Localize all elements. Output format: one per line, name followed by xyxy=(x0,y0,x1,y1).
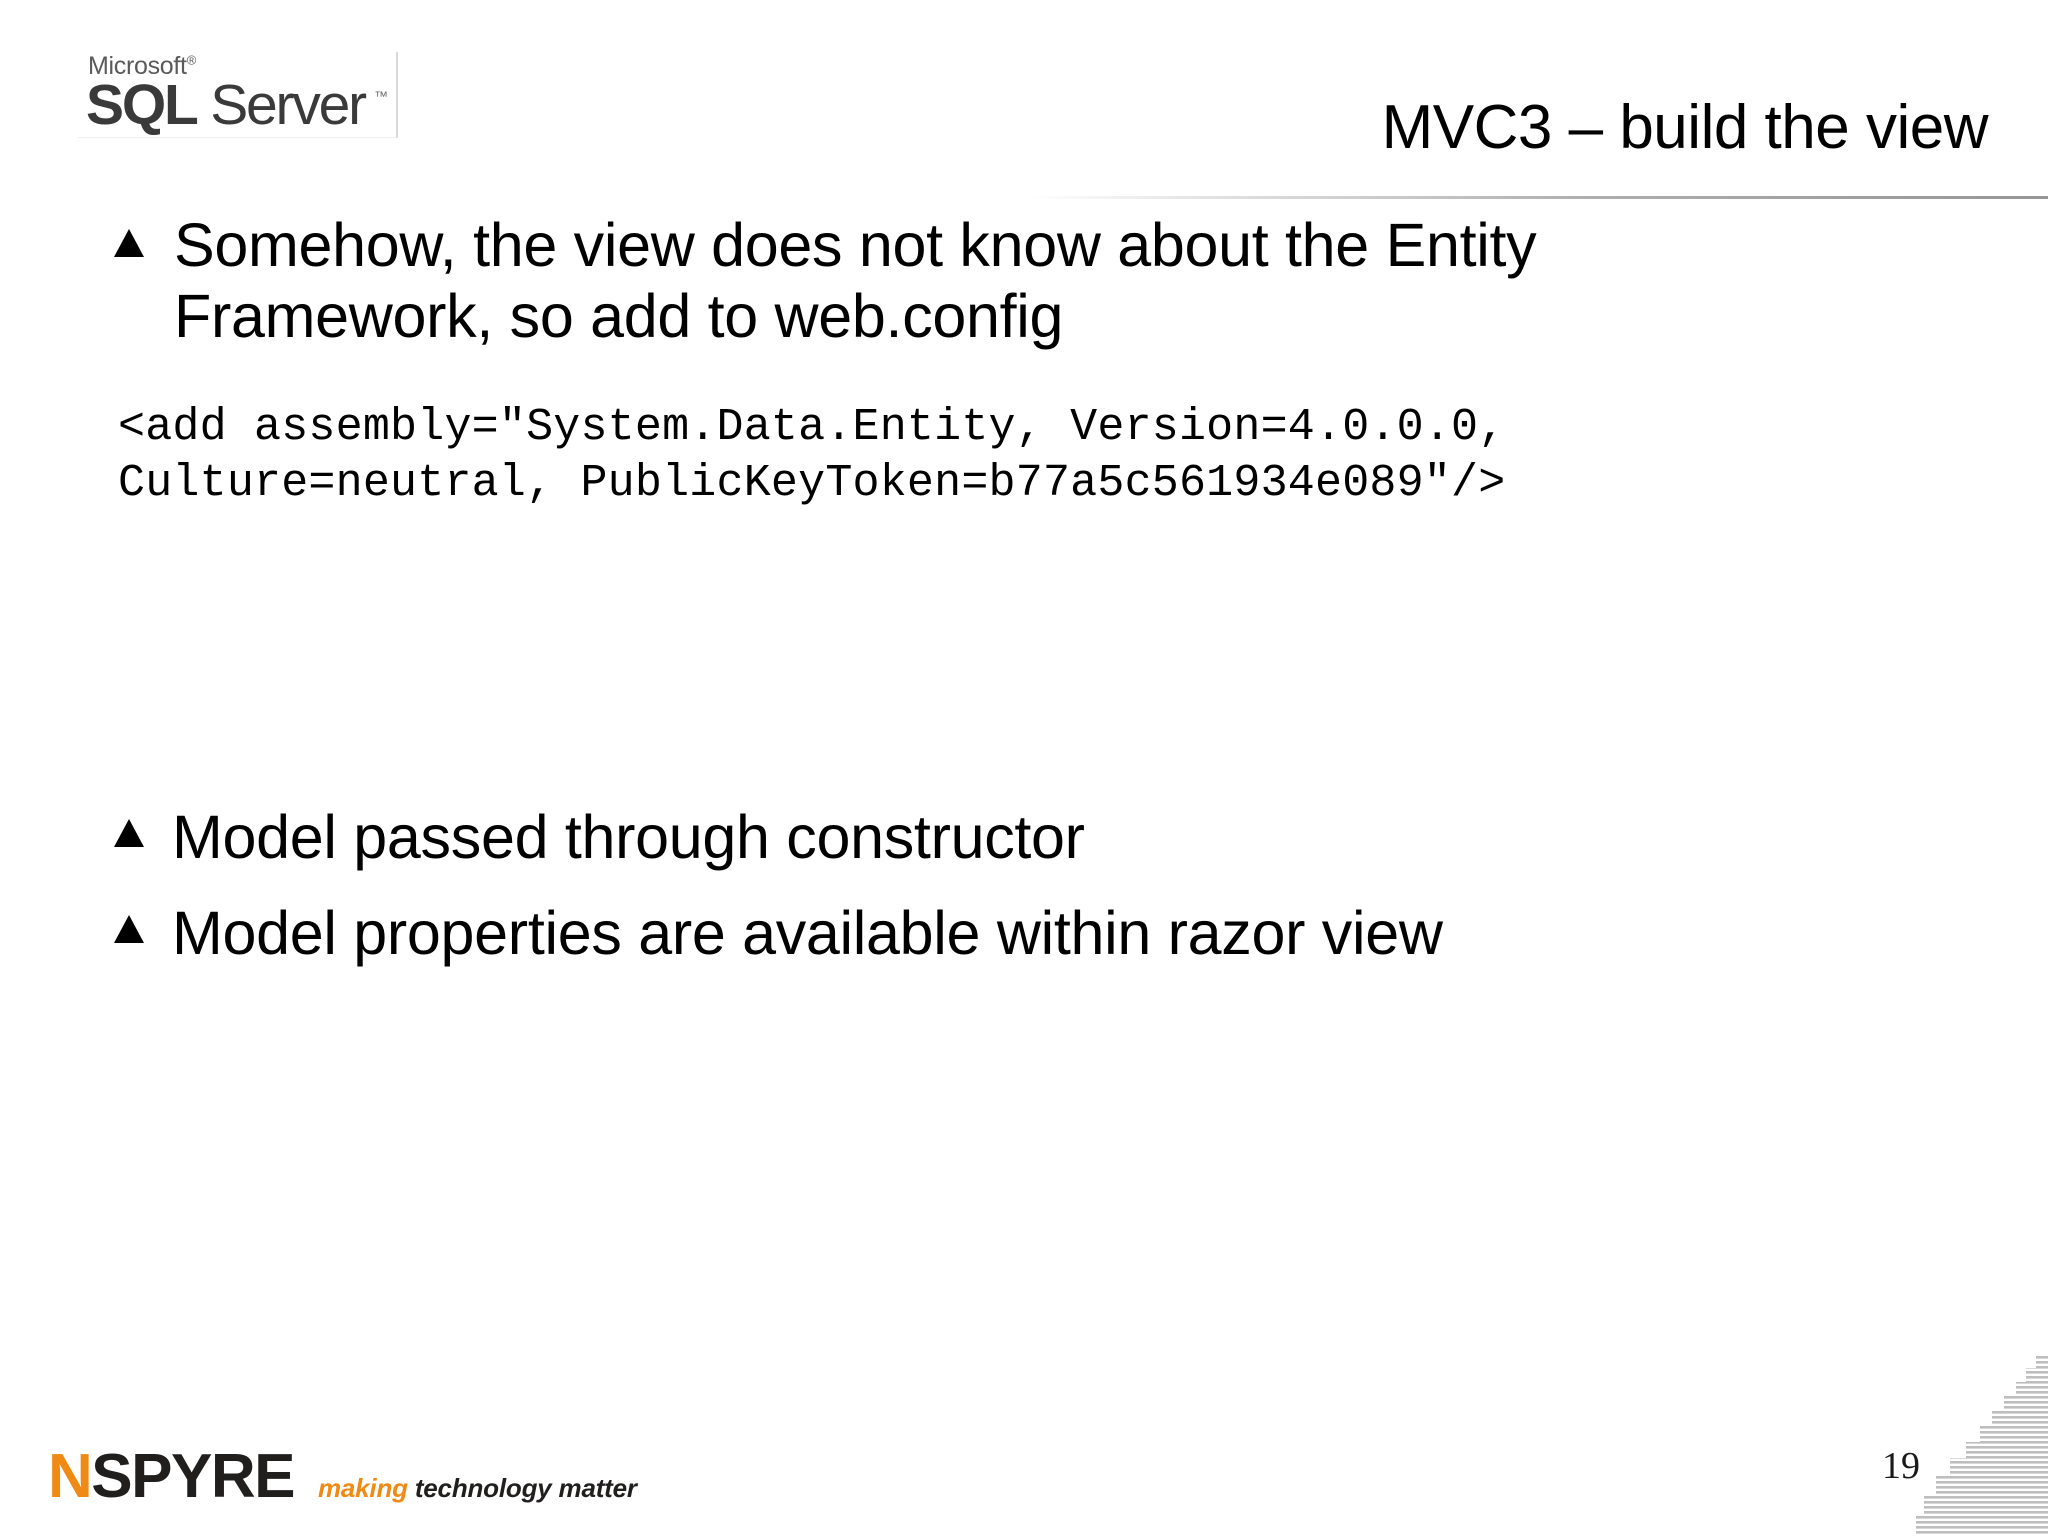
slide-footer: NSPYRE making technology matter 19 xyxy=(0,1356,2048,1536)
tagline-accent: making xyxy=(317,1473,408,1503)
triangle-bullet-icon xyxy=(112,802,156,850)
logo-microsoft-text: Microsoft® xyxy=(88,52,197,80)
code-snippet-webconfig: <add assembly="System.Data.Entity, Versi… xyxy=(118,400,1505,513)
nspyre-logo-n: N xyxy=(48,1442,93,1511)
bullet-item-properties: Model properties are available within ra… xyxy=(112,898,1912,969)
bullet-item-constructor: Model passed through constructor xyxy=(112,802,1832,873)
logo-microsoft-trademark-icon: ® xyxy=(186,52,197,68)
slide-header: Microsoft® SQL Server ™ MVC3 – build the… xyxy=(0,0,2048,210)
title-divider xyxy=(1030,196,2048,199)
bullet-text-properties: Model properties are available within ra… xyxy=(172,899,1443,967)
logo-sqlserver-text: SQL Server xyxy=(86,73,367,137)
nspyre-logo: NSPYRE making technology matter xyxy=(48,1446,637,1508)
code-line-2: Culture=neutral, PublicKeyToken=b77a5c56… xyxy=(118,458,1506,510)
bullet-text-constructor: Model passed through constructor xyxy=(172,803,1085,871)
bullet-text-entity: Somehow, the view does not know about th… xyxy=(174,211,1537,350)
code-line-1: <add assembly="System.Data.Entity, Versi… xyxy=(118,402,1506,453)
nspyre-tagline: making technology matter xyxy=(318,1473,637,1504)
sql-server-logo: Microsoft® SQL Server ™ xyxy=(78,52,398,138)
page-number: 19 xyxy=(1882,1445,1920,1487)
triangle-bullet-icon xyxy=(112,210,156,260)
triangle-bullet-icon xyxy=(112,898,156,946)
page-title: MVC3 – build the view xyxy=(1381,93,1989,162)
corner-stairs-decoration xyxy=(1916,1356,2048,1536)
logo-trademark-icon: ™ xyxy=(374,88,388,104)
nspyre-logo-spyre: SPYRE xyxy=(91,1442,295,1511)
tagline-rest: technology matter xyxy=(407,1473,637,1503)
nspyre-wordmark: NSPYRE xyxy=(48,1446,295,1508)
bullet-item-entity: Somehow, the view does not know about th… xyxy=(112,210,1832,352)
